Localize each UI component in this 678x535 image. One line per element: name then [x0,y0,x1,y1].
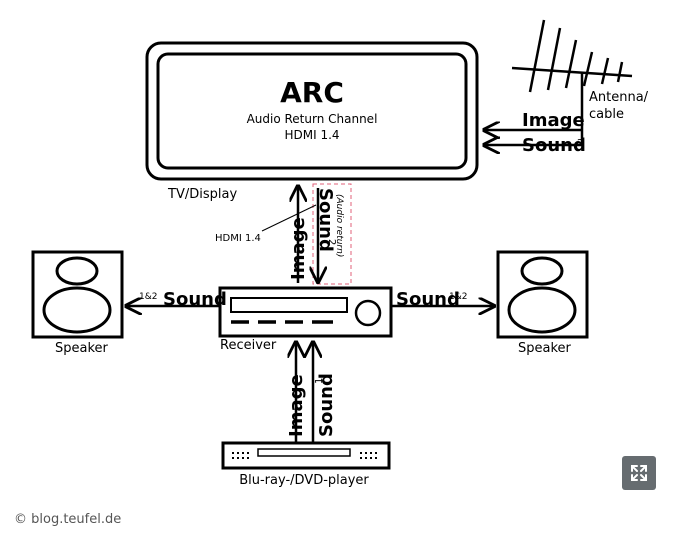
antenna-sound-sup: 2 [577,138,583,149]
tv-subtitle-2: HDMI 1.4 [284,128,339,142]
tv-subtitle-1: Audio Return Channel [247,112,378,126]
antenna-to-tv-arrows: Image Sound 2 [484,110,586,156]
speaker-right-label: Speaker [518,341,572,356]
audio-return-box [312,183,352,285]
tv-image-label: Image [288,217,309,280]
tv-receiver-link: Image Sound 2 (Audio return) HDMI 1.4 [215,183,352,285]
speaker-right-woofer [507,286,577,334]
tv-sound-sup: 2 [326,239,337,245]
speaker-left-label: Speaker [55,341,109,356]
bluray-player: Blu-ray-/DVD-player [221,441,391,488]
left-sound-label: Sound [163,289,227,310]
tv-title: ARC [280,76,344,109]
player-receiver-link: Image Sound 1 [286,342,337,443]
speaker-left-woofer [42,286,112,334]
receiver-label: Receiver [220,338,277,353]
player-image-label: Image [286,374,307,437]
antenna-image-label: Image [522,110,585,131]
tv-sound-label: Sound [315,188,336,252]
player-sound-label: Sound [316,373,337,437]
expand-icon [631,465,647,481]
player-disc-tray [257,448,351,457]
player-sound-sup: 1 [314,378,325,384]
credit-text: © blog.teufel.de [14,512,122,527]
antenna-icon [511,19,633,145]
receiver-knob [354,299,382,327]
antenna-label-1: Antenna/ [589,90,649,105]
speaker-left-tweeter [55,256,99,286]
hdmi-pointer [261,204,317,232]
tv-display: ARC Audio Return Channel HDMI 1.4 TV/Dis… [145,41,479,202]
receiver-display [230,297,348,313]
speaker-right: Speaker [496,250,589,356]
hdmi-label: HDMI 1.4 [215,233,261,244]
antenna-label-2: cable [589,107,624,122]
speaker-right-tweeter [520,256,564,286]
player-label: Blu-ray-/DVD-player [239,473,369,488]
receiver: Receiver [218,286,393,353]
tv-label: TV/Display [167,187,237,202]
tv-screen [156,52,468,170]
antenna-sound-label: Sound [522,135,586,156]
fullscreen-button[interactable] [622,456,656,490]
speaker-right-box [496,250,589,339]
left-sound-sup: 1&2 [139,292,157,302]
audio-return-label: (Audio return) [334,194,344,257]
right-sound-sup: 1&2 [449,292,467,302]
speaker-left-box [31,250,124,339]
right-sound-label: Sound [396,289,460,310]
speaker-left: Speaker [31,250,124,356]
